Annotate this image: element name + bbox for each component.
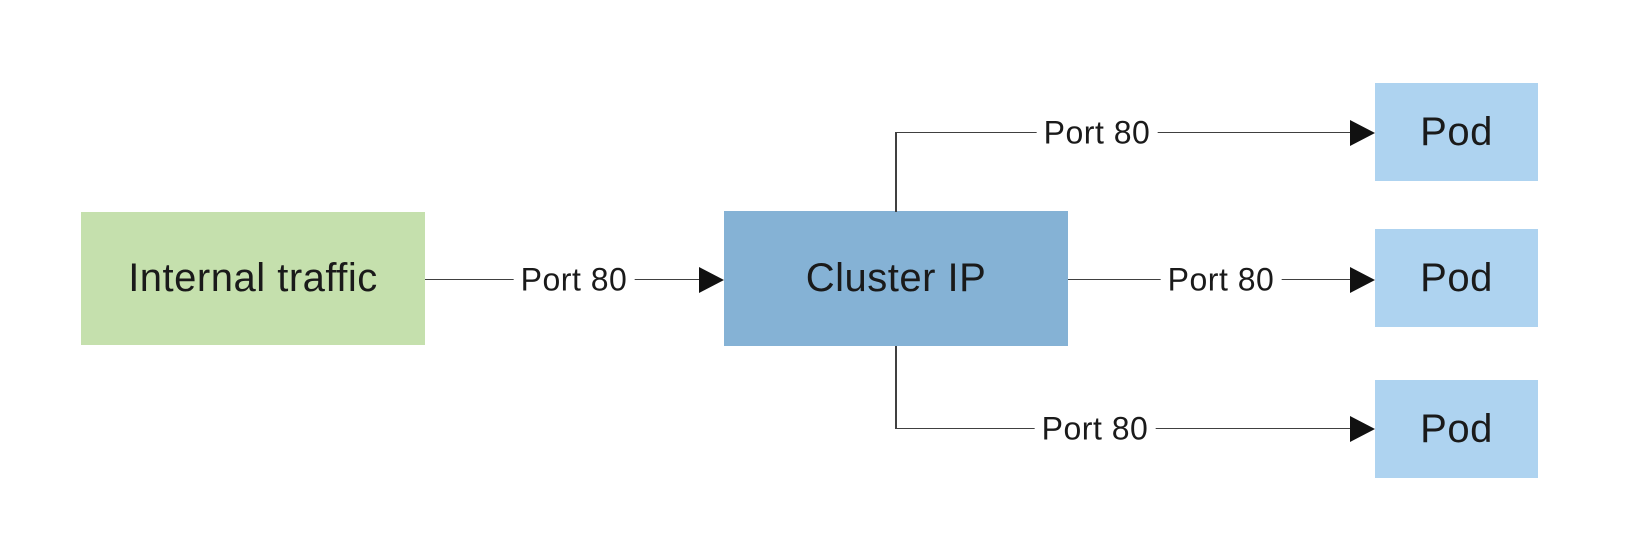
node-pod-bottom-label: Pod (1420, 406, 1493, 451)
node-internal-traffic-label: Internal traffic (128, 256, 378, 300)
arrowhead-cluster-to-pod-top-icon (1350, 119, 1375, 146)
connector-cluster-to-pod-top-vertical-line (895, 131, 897, 212)
connector-cluster-to-pod-bottom-vertical-line (895, 346, 897, 429)
node-cluster-ip-label: Cluster IP (805, 256, 987, 300)
port-label-internal-to-cluster: Port 80 (513, 261, 635, 299)
node-cluster-ip: Cluster IP (724, 211, 1068, 346)
node-pod-bottom: Pod (1375, 380, 1538, 478)
port-label-cluster-to-pod-bottom: Port 80 (1034, 410, 1156, 448)
port-label-cluster-to-pod-top: Port 80 (1036, 114, 1158, 152)
node-pod-top: Pod (1375, 83, 1538, 181)
port-label-cluster-to-pod-middle: Port 80 (1160, 261, 1282, 299)
node-pod-middle-label: Pod (1420, 255, 1493, 300)
node-internal-traffic: Internal traffic (81, 212, 425, 345)
arrowhead-cluster-to-pod-middle-icon (1350, 266, 1375, 293)
arrowhead-cluster-to-pod-bottom-icon (1350, 415, 1375, 442)
node-pod-middle: Pod (1375, 229, 1538, 327)
node-pod-top-label: Pod (1420, 109, 1493, 154)
arrowhead-internal-to-cluster-icon (699, 266, 724, 293)
